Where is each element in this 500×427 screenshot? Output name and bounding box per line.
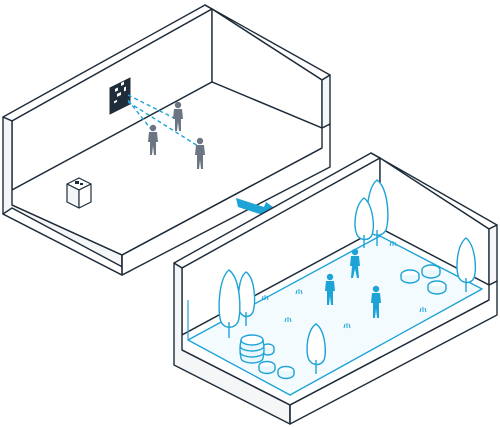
tree-icon [218,269,241,338]
grass-tuft-icon [295,289,303,295]
grass-tuft-icon [343,323,351,329]
person-icon [195,137,205,169]
plain-room-floor [12,82,322,255]
grass-tufts [261,241,427,329]
tree-icon [354,197,374,248]
stepping-stone-icon [400,269,420,284]
stepping-stones [258,264,447,380]
tree-icon [306,323,326,374]
grass-tuft-icon [419,307,427,313]
person-icon [148,124,158,155]
virtual-room-people [325,248,381,318]
grass-tuft-icon [261,295,269,301]
grass-tuft-icon [284,317,292,323]
trees [218,179,476,374]
plain-room-right-outer [321,74,331,129]
person-icon [325,273,335,305]
stepping-stone-icon [277,365,295,380]
grass-tuft-icon [389,241,397,247]
tracking-lines [127,94,199,147]
person-icon [173,101,183,131]
projector-box-icon [66,177,92,209]
stepping-stone-icon [421,264,441,279]
stepping-stone-icon [261,343,275,356]
virtual-room-right-outer [488,224,498,286]
tree-icon [456,237,476,292]
stepping-stone-icon [258,360,276,375]
barrel-icon [239,334,265,364]
person-icon [350,248,360,278]
plain-room-people [148,101,205,169]
stepping-stone-icon [427,280,447,295]
person-icon [371,285,381,318]
